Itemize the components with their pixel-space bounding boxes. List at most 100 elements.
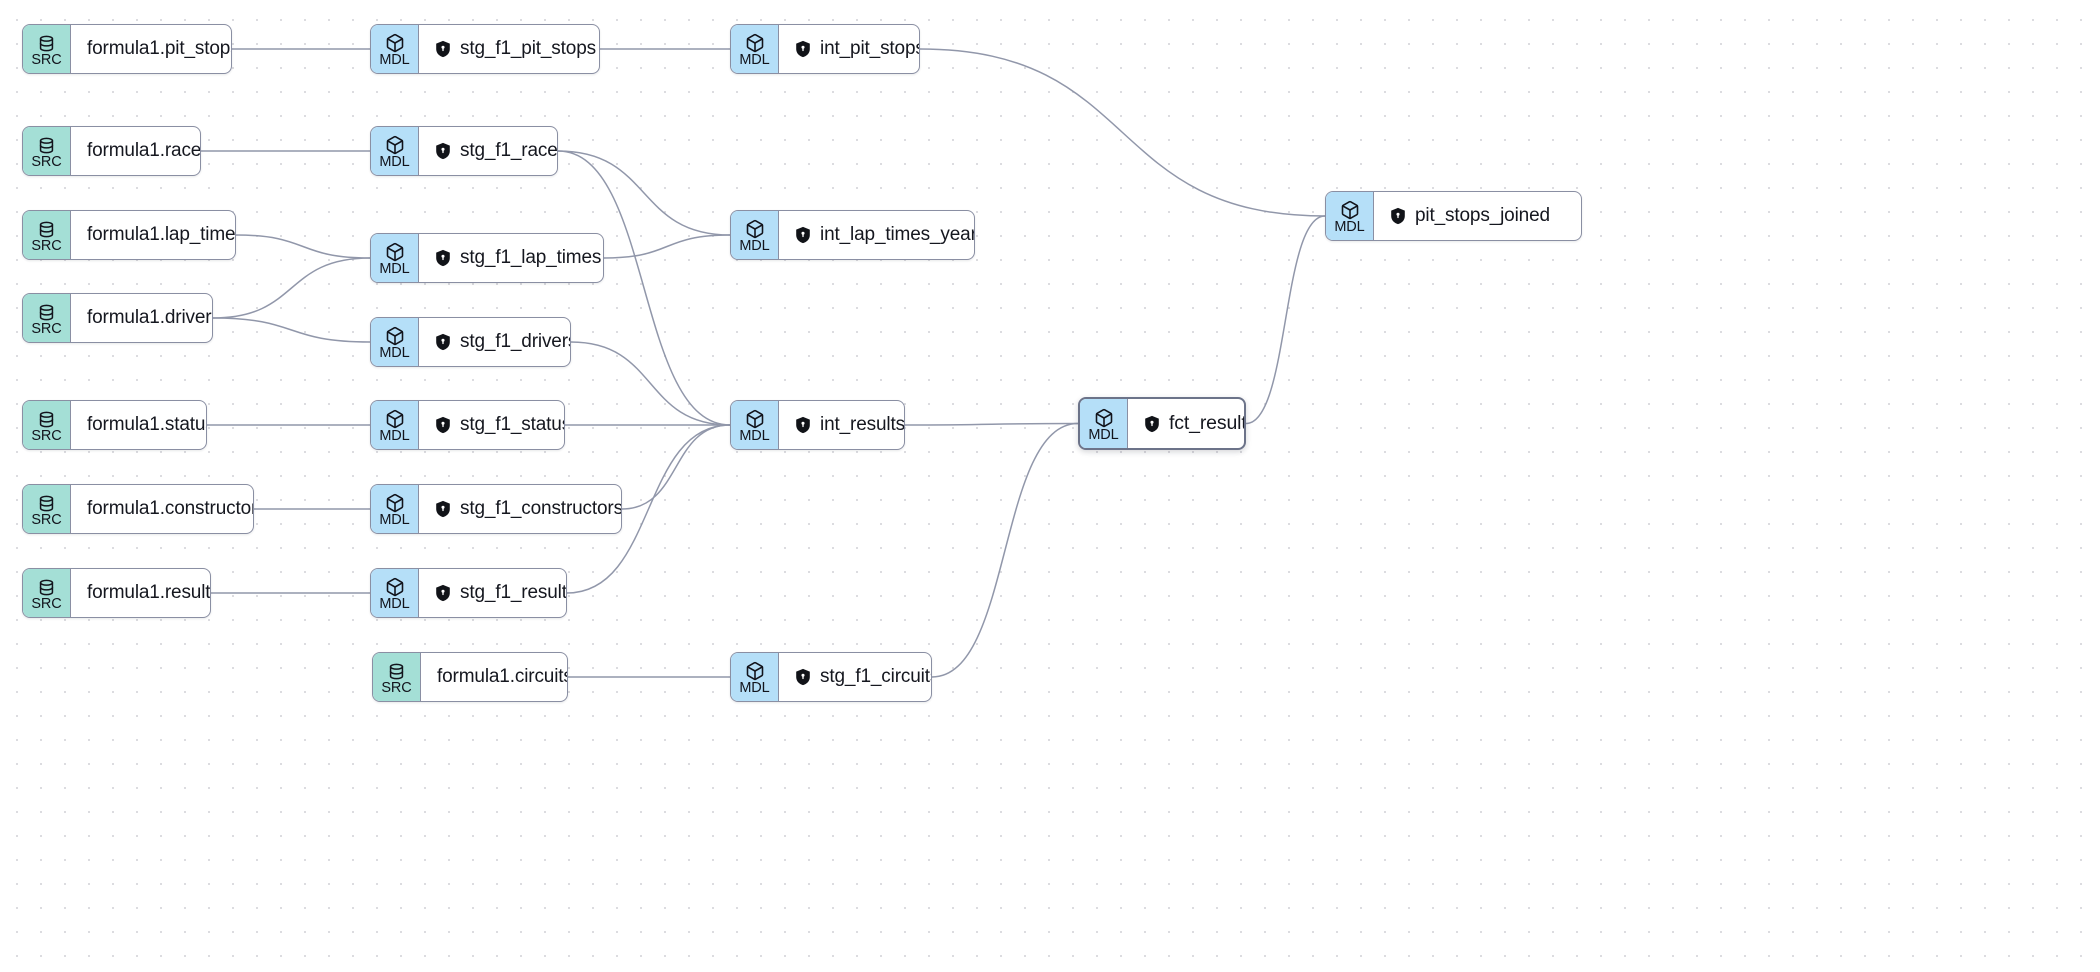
badge-type-label: MDL	[379, 345, 410, 361]
source-badge: SRC	[373, 653, 421, 701]
graph-node-src_constructors[interactable]: SRC formula1.constructors	[22, 484, 254, 534]
node-body: stg_f1_lap_times	[419, 234, 603, 282]
source-badge: SRC	[23, 401, 71, 449]
graph-node-stg_status[interactable]: MDL stg_f1_status	[370, 400, 565, 450]
shield-icon	[435, 333, 451, 351]
edge-int_results-to-fct_results	[904, 422, 1079, 426]
graph-node-src_status[interactable]: SRC formula1.status	[22, 400, 207, 450]
database-icon	[37, 220, 56, 239]
node-body: formula1.status	[71, 401, 207, 449]
node-label: pit_stops_joined	[1415, 205, 1550, 226]
badge-type-label: MDL	[379, 261, 410, 277]
cube-icon	[385, 326, 405, 346]
badge-type-label: SRC	[31, 153, 62, 170]
database-icon	[37, 494, 56, 513]
cube-icon	[745, 409, 765, 429]
graph-node-src_races[interactable]: SRC formula1.races	[22, 126, 201, 176]
edge-stg_lap_times-to-int_lap_times_years	[603, 234, 731, 259]
model-badge: MDL	[731, 211, 779, 259]
node-label: formula1.constructors	[87, 498, 254, 519]
edge-stg_races-to-int_results	[557, 150, 731, 426]
edge-int_pit_stops-to-pit_stops_joined	[919, 48, 1326, 217]
model-badge: MDL	[1326, 192, 1374, 240]
node-label: int_pit_stops	[820, 38, 920, 59]
model-badge: MDL	[371, 485, 419, 533]
edge-src_lap_times-to-stg_lap_times	[235, 234, 371, 259]
node-label: stg_f1_status	[460, 414, 565, 435]
node-label: stg_f1_lap_times	[460, 247, 602, 268]
node-label: formula1.drivers	[87, 307, 213, 328]
database-icon	[37, 578, 56, 597]
badge-type-label: MDL	[1088, 426, 1119, 443]
edge-src_drivers-to-stg_lap_times	[212, 257, 371, 319]
node-label: stg_f1_results	[460, 582, 567, 603]
shield-icon	[435, 500, 451, 518]
model-badge: MDL	[731, 25, 779, 73]
badge-type-label: SRC	[31, 51, 62, 68]
node-body: stg_f1_results	[419, 569, 567, 617]
node-label: formula1.races	[87, 140, 201, 161]
cube-icon	[385, 242, 405, 262]
badge-type-label: MDL	[379, 428, 410, 444]
cube-icon	[745, 661, 765, 681]
node-body: stg_f1_races	[419, 127, 557, 175]
node-label: stg_f1_pit_stops	[460, 38, 596, 59]
cube-icon	[1340, 200, 1360, 220]
database-icon	[387, 662, 406, 681]
cube-icon	[1094, 408, 1114, 428]
shield-icon	[435, 142, 451, 160]
graph-node-src_pit_stops[interactable]: SRC formula1.pit_stops	[22, 24, 232, 74]
graph-node-src_circuits[interactable]: SRC formula1.circuits	[372, 652, 568, 702]
graph-node-fct_results[interactable]: MDL fct_results	[1078, 397, 1246, 450]
node-label: formula1.results	[87, 582, 211, 603]
node-body: formula1.drivers	[71, 294, 213, 342]
model-badge: MDL	[1080, 399, 1128, 448]
node-body: stg_f1_circuits	[779, 653, 931, 701]
node-label: formula1.status	[87, 414, 207, 435]
node-body: formula1.races	[71, 127, 201, 175]
cube-icon	[385, 135, 405, 155]
node-label: formula1.lap_times	[87, 224, 236, 245]
graph-node-stg_constructors[interactable]: MDL stg_f1_constructors	[370, 484, 622, 534]
badge-type-label: MDL	[379, 512, 410, 528]
model-badge: MDL	[371, 127, 419, 175]
graph-node-pit_stops_joined[interactable]: MDL pit_stops_joined	[1325, 191, 1582, 241]
graph-node-src_drivers[interactable]: SRC formula1.drivers	[22, 293, 213, 343]
node-label: fct_results	[1169, 412, 1244, 434]
node-body: formula1.results	[71, 569, 211, 617]
graph-node-int_pit_stops[interactable]: MDL int_pit_stops	[730, 24, 920, 74]
node-body: int_results	[779, 401, 905, 449]
node-body: fct_results	[1128, 399, 1244, 448]
model-badge: MDL	[371, 318, 419, 366]
node-label: stg_f1_drivers	[460, 331, 571, 352]
edge-stg_races-to-int_lap_times_years	[557, 150, 731, 236]
node-body: formula1.circuits	[421, 653, 567, 701]
node-label: formula1.pit_stops	[87, 38, 232, 59]
node-label: int_results	[820, 414, 905, 435]
shield-icon	[795, 668, 811, 686]
graph-node-stg_lap_times[interactable]: MDL stg_f1_lap_times	[370, 233, 604, 283]
node-body: stg_f1_pit_stops	[419, 25, 599, 73]
badge-type-label: SRC	[31, 511, 62, 528]
shield-icon	[435, 249, 451, 267]
node-label: stg_f1_constructors	[460, 498, 622, 519]
cube-icon	[745, 219, 765, 239]
badge-type-label: SRC	[31, 320, 62, 337]
model-badge: MDL	[731, 653, 779, 701]
graph-node-stg_drivers[interactable]: MDL stg_f1_drivers	[370, 317, 571, 367]
source-badge: SRC	[23, 127, 71, 175]
cube-icon	[385, 493, 405, 513]
badge-type-label: SRC	[381, 679, 412, 696]
graph-node-src_results[interactable]: SRC formula1.results	[22, 568, 211, 618]
badge-type-label: SRC	[31, 427, 62, 444]
node-body: formula1.pit_stops	[71, 25, 232, 73]
source-badge: SRC	[23, 569, 71, 617]
